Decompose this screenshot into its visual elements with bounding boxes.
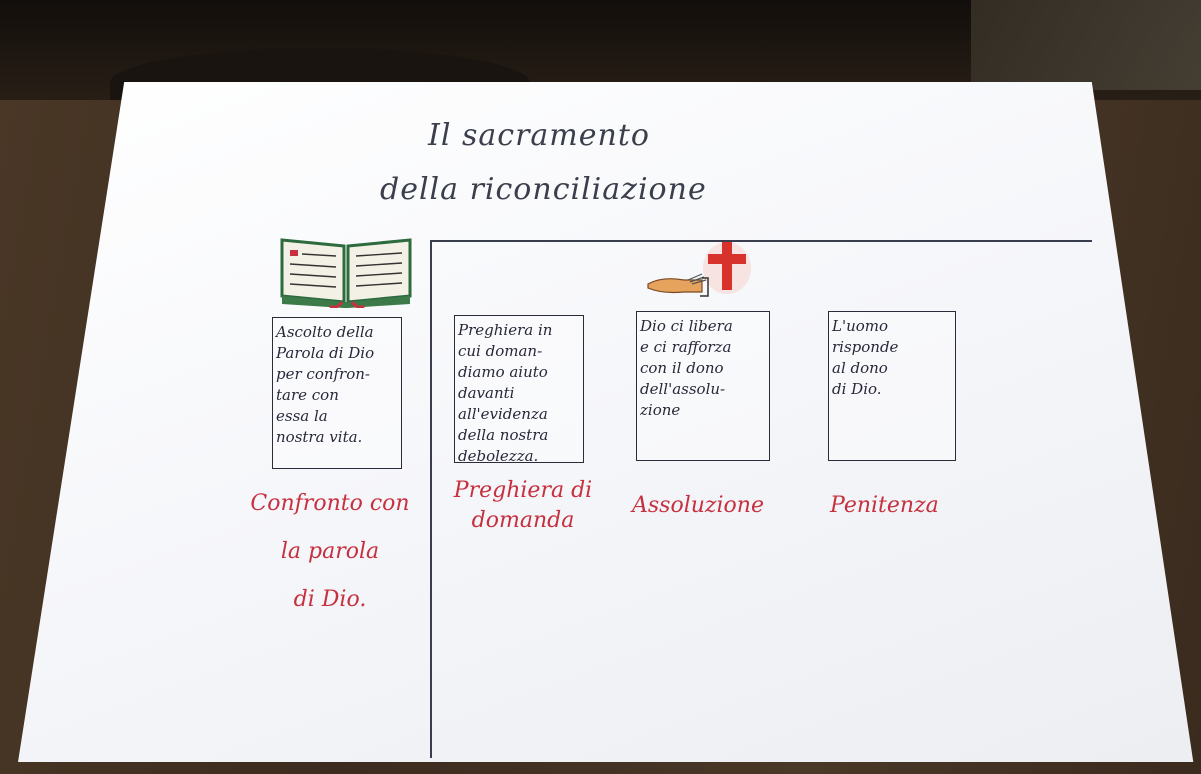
frame-top-rule <box>430 240 1092 242</box>
open-book-icon <box>278 232 414 308</box>
label-confronto: Confronto con la parola di Dio. <box>250 491 410 612</box>
blessing-hand-icon <box>644 270 718 300</box>
card-text: L'uomo risponde al dono di Dio. <box>832 317 899 398</box>
card-text: Preghiera in cui doman- diamo aiuto dava… <box>458 321 553 465</box>
label-penitenza: Penitenza <box>830 493 939 518</box>
frame-divider-rule <box>430 240 432 758</box>
label-preghiera: Preghiera di domanda <box>453 478 593 533</box>
card-ascolto: Ascolto della Parola di Dio per confron-… <box>272 317 402 469</box>
poster-title-line-2: della riconciliazione <box>380 172 707 207</box>
poster-title-line-1: Il sacramento <box>428 118 650 153</box>
card-text: Ascolto della Parola di Dio per confron-… <box>276 323 375 446</box>
background-window <box>971 0 1201 90</box>
red-cross-icon <box>702 238 752 294</box>
card-assoluzione: Dio ci libera e ci rafforza con il dono … <box>636 311 770 461</box>
card-penitenza: L'uomo risponde al dono di Dio. <box>828 311 956 461</box>
card-text: Dio ci libera e ci rafforza con il dono … <box>640 317 733 419</box>
label-assoluzione: Assoluzione <box>632 493 764 518</box>
card-preghiera: Preghiera in cui doman- diamo aiuto dava… <box>454 315 584 465</box>
poster-sheet <box>18 82 1194 762</box>
